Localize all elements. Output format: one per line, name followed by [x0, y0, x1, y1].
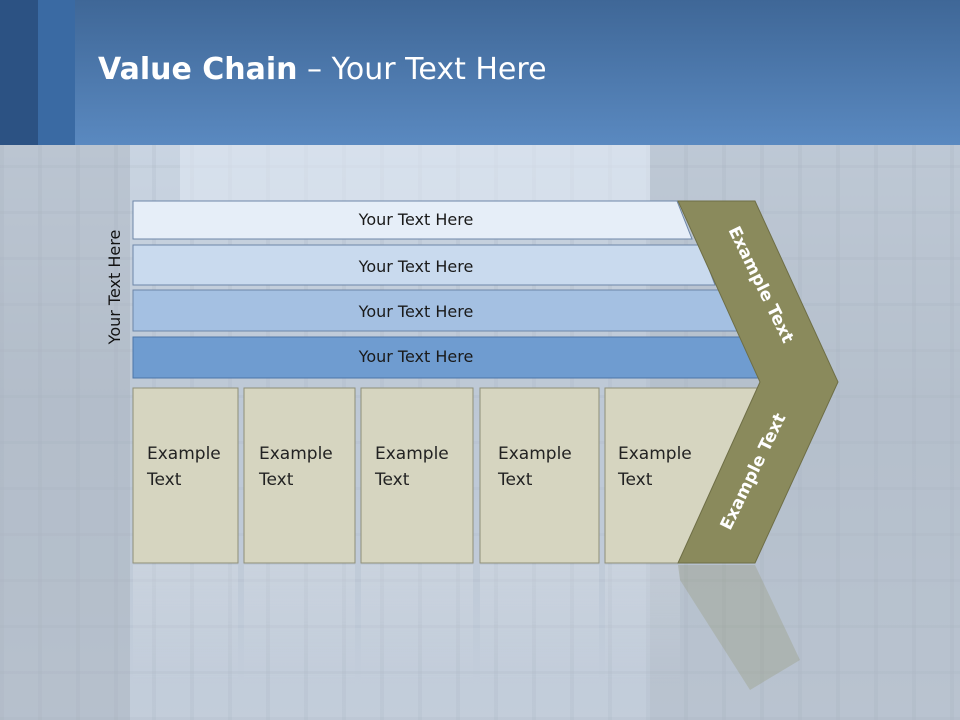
- support-bar-label: Your Text Here: [358, 347, 474, 366]
- reflection-box: [244, 565, 355, 685]
- reflection-box: [361, 565, 473, 685]
- support-bar-label: Your Text Here: [358, 210, 474, 229]
- primary-box: Example Text: [132, 387, 239, 564]
- support-bar-label: Your Text Here: [358, 302, 474, 321]
- support-bar-shape: [132, 200, 693, 240]
- primary-box-line2: Text: [374, 470, 410, 490]
- header-accent-band-2: [38, 0, 75, 145]
- support-bars: Your Text Here Your Text Here Your Text …: [132, 200, 764, 379]
- header-accent-band: [0, 0, 38, 145]
- primary-box-shape: [360, 387, 474, 564]
- primary-box-line1: Example: [147, 444, 221, 464]
- primary-box-line2: Text: [617, 470, 653, 490]
- primary-box: Example Text: [360, 387, 474, 564]
- primary-box: Example Text: [243, 387, 356, 564]
- support-bar: Your Text Here: [132, 289, 739, 332]
- support-bar: Your Text Here: [132, 244, 716, 286]
- reflection-box: [133, 565, 238, 685]
- primary-box: Example Text: [479, 387, 600, 564]
- header-banner: Value Chain – Your Text Here: [0, 0, 960, 145]
- primary-box-shape: [479, 387, 600, 564]
- support-bar-label: Your Text Here: [358, 257, 474, 276]
- primary-box-line2: Text: [146, 470, 182, 490]
- primary-box-line2: Text: [497, 470, 533, 490]
- reflection-chevron: [678, 565, 800, 690]
- chevron-shape: [677, 200, 839, 564]
- primary-box-line1: Example: [618, 444, 692, 464]
- support-bar: Your Text Here: [132, 200, 693, 240]
- primary-boxes: Example Text Example Text Example Text E…: [132, 387, 758, 564]
- title-rest: – Your Text Here: [297, 52, 547, 87]
- title-bold: Value Chain: [98, 52, 298, 87]
- reflection: [133, 565, 800, 690]
- primary-box-line1: Example: [259, 444, 333, 464]
- primary-box-line2: Text: [258, 470, 294, 490]
- support-bar-shape: [132, 244, 716, 286]
- slide-title: Value Chain – Your Text Here: [98, 52, 547, 87]
- primary-box-shape: [243, 387, 356, 564]
- primary-box-shape: [132, 387, 239, 564]
- reflection-box: [480, 565, 599, 685]
- primary-box-line1: Example: [498, 444, 572, 464]
- reflection-box: [605, 565, 680, 685]
- support-bar: Your Text Here: [132, 336, 764, 379]
- primary-box-line1: Example: [375, 444, 449, 464]
